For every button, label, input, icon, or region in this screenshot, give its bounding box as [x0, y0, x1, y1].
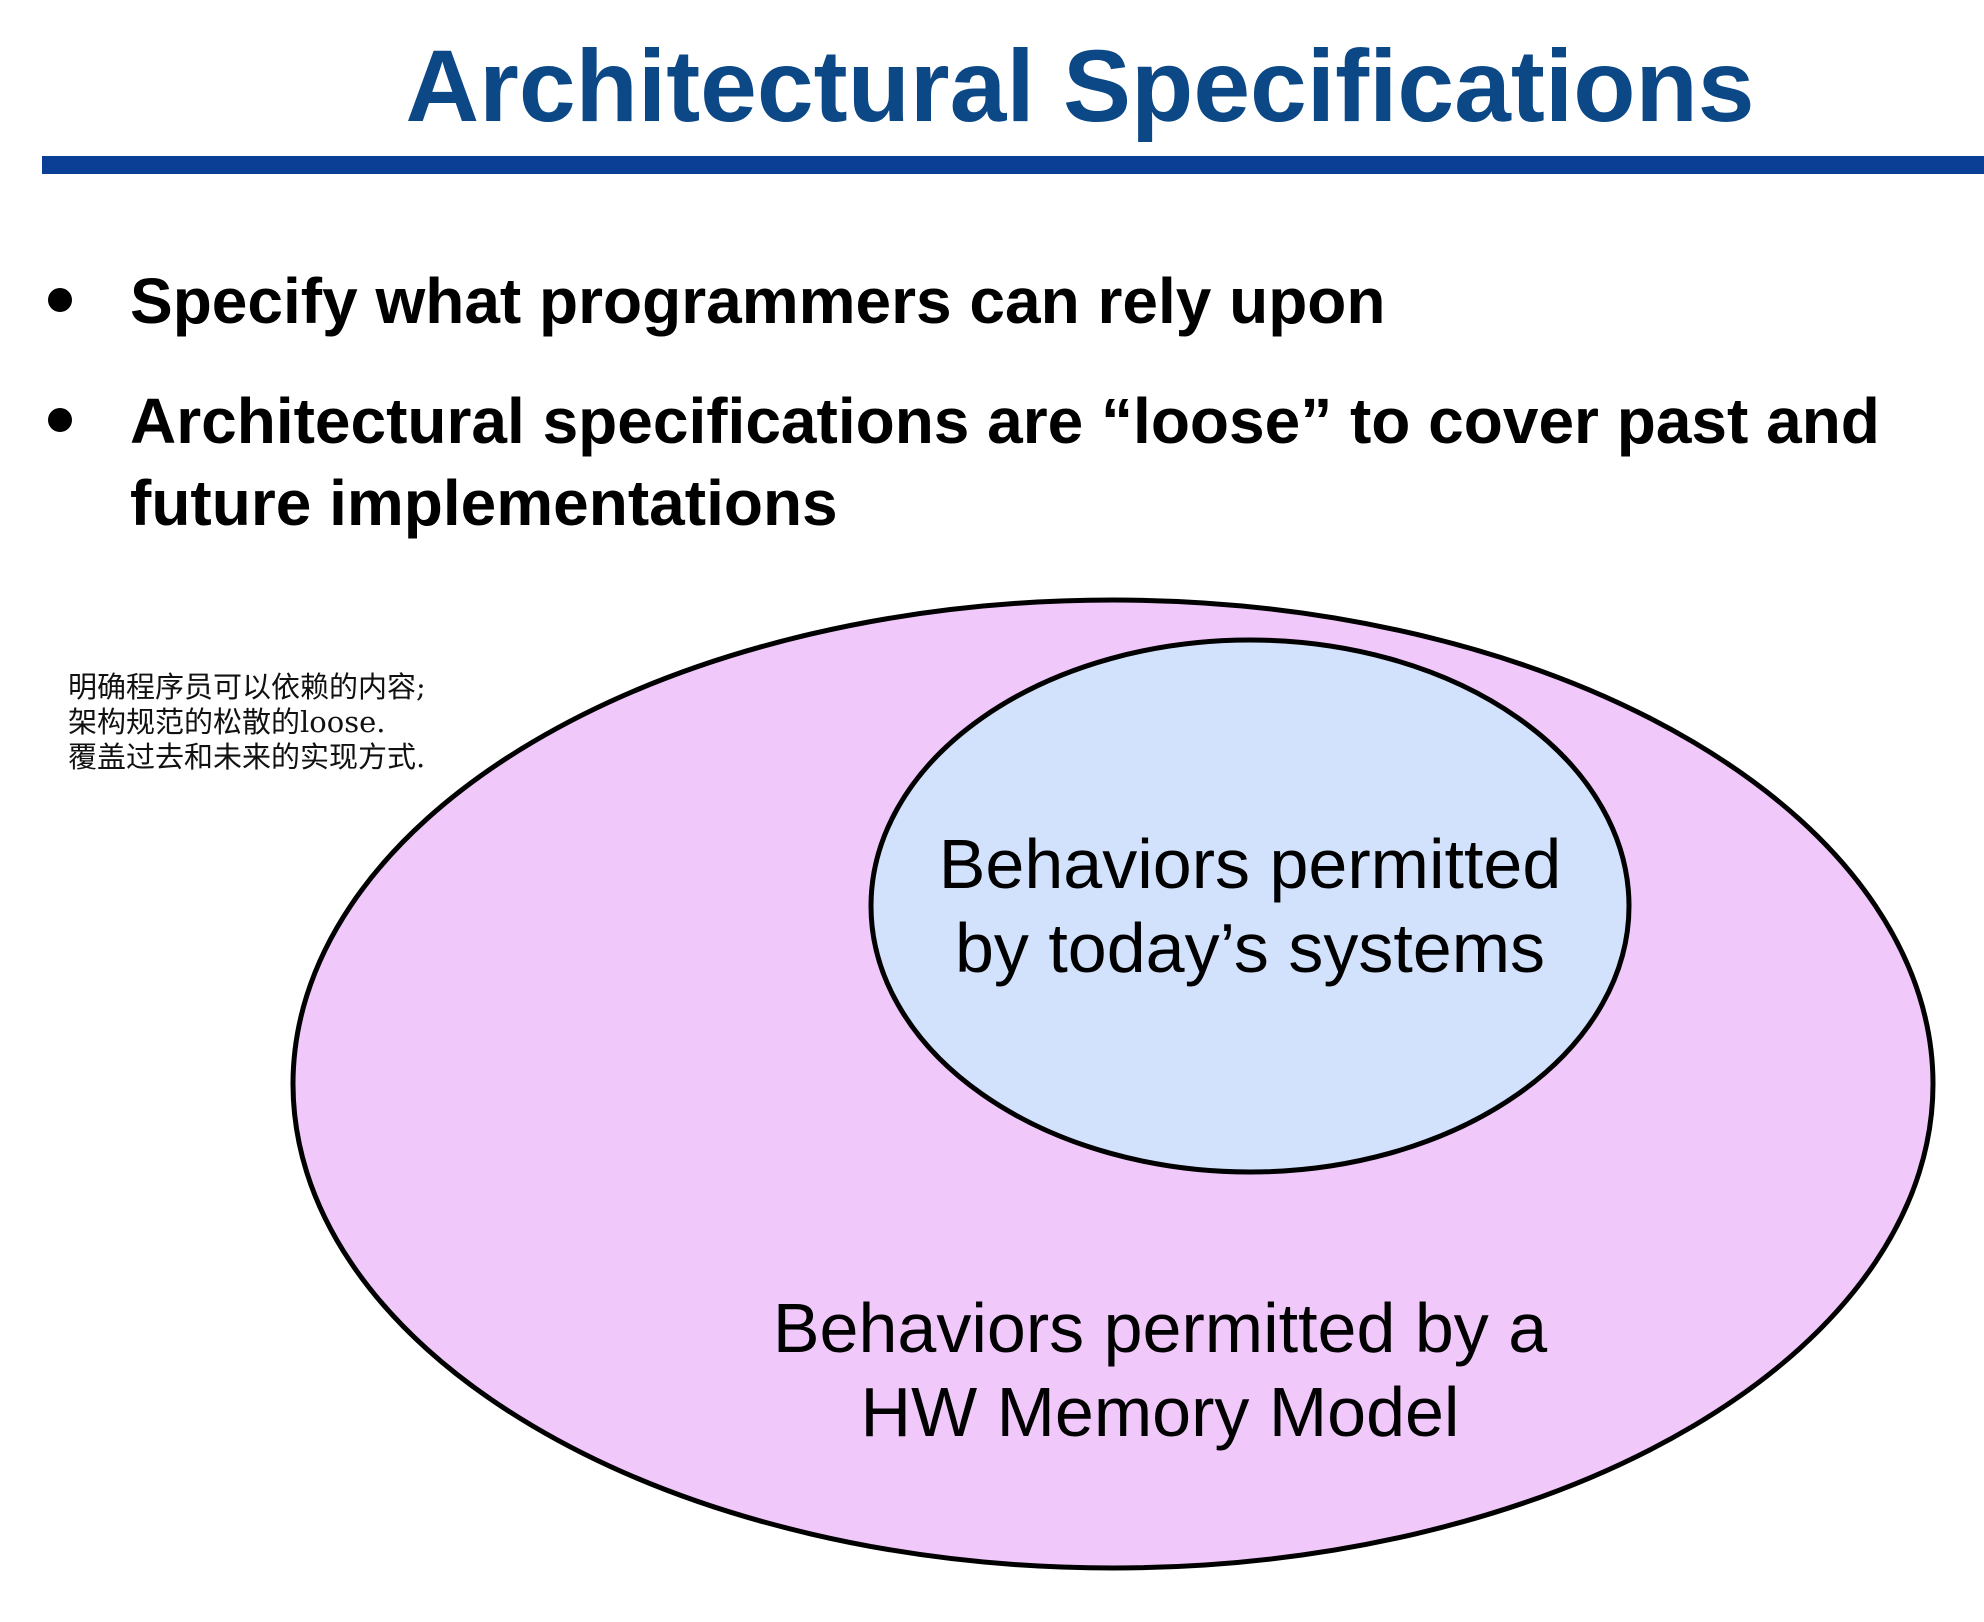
inner-ellipse	[868, 637, 1632, 1175]
bullet-item: Architectural specifications are “loose”…	[48, 380, 1984, 544]
slide-title: Architectural Specifications	[405, 29, 1755, 143]
annotation-note: 明确程序员可以依赖的内容; 架构规范的松散的loose. 覆盖过去和未来的实现方…	[68, 670, 426, 775]
label-line: Behaviors permitted by a	[772, 1289, 1548, 1367]
outer-ellipse-label: Behaviors permitted by a HW Memory Model	[710, 1286, 1610, 1454]
annotation-line: 明确程序员可以依赖的内容;	[68, 670, 426, 704]
bullet-item: Specify what programmers can rely upon	[48, 260, 1930, 342]
bullet-text: Specify what programmers can rely upon	[130, 265, 1386, 337]
annotation-line: 覆盖过去和未来的实现方式.	[68, 740, 426, 774]
title-divider	[42, 156, 1984, 174]
label-line: by today’s systems	[954, 909, 1546, 987]
bullet-dot-icon	[48, 408, 72, 432]
bullet-text: Architectural specifications are “loose”…	[130, 385, 1880, 539]
label-line: HW Memory Model	[860, 1373, 1460, 1451]
bullet-dot-icon	[48, 288, 72, 312]
label-line: Behaviors permitted	[938, 825, 1562, 903]
annotation-line: 架构规范的松散的loose.	[68, 705, 386, 739]
inner-ellipse-label: Behaviors permitted by today’s systems	[860, 822, 1640, 990]
